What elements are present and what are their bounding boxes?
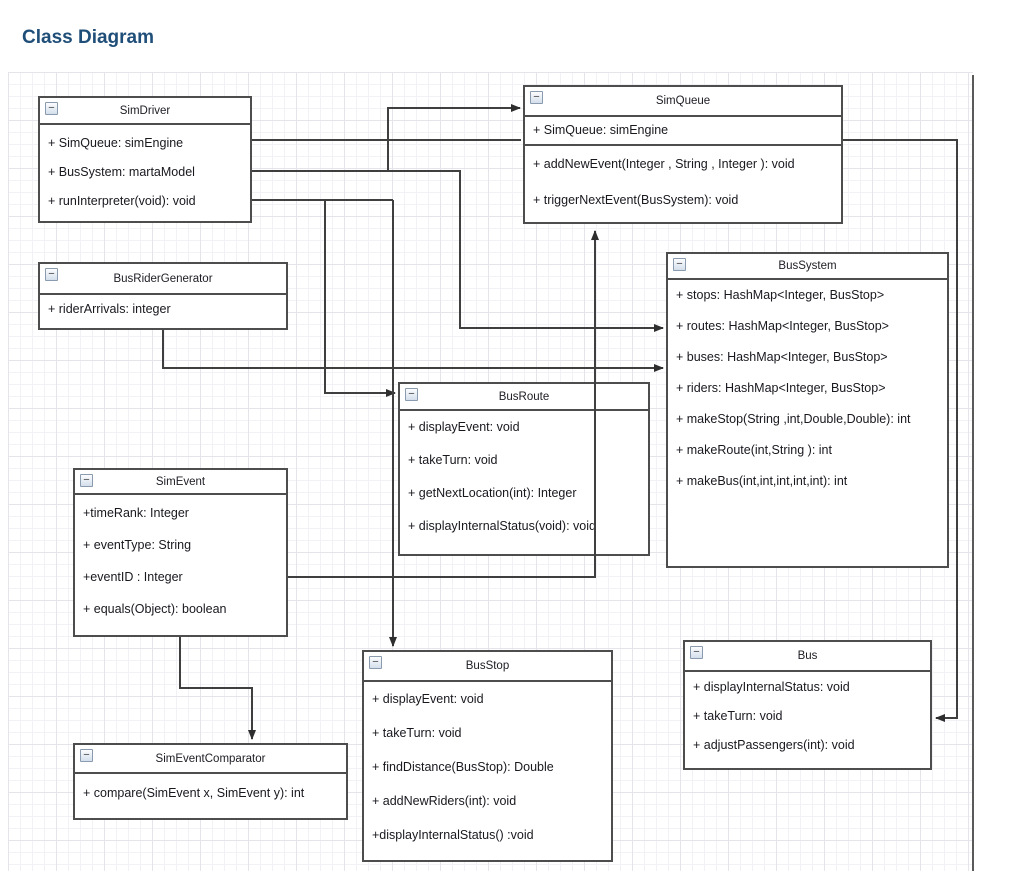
class-member: + stops: HashMap<Integer, BusStop>	[676, 288, 885, 302]
class-member: + makeBus(int,int,int,int,int): int	[676, 474, 848, 488]
class-member: + buses: HashMap<Integer, BusStop>	[676, 350, 888, 364]
class-member: + makeRoute(int,String ): int	[676, 443, 832, 457]
class-member: + equals(Object): boolean	[83, 602, 227, 616]
class-title: SimEventComparator	[155, 752, 266, 765]
collapse-minus-icon[interactable]: −	[80, 749, 93, 762]
class-member: +displayInternalStatus() :void	[372, 828, 534, 842]
class-member: + SimQueue: simEngine	[533, 123, 669, 137]
class-member: + riders: HashMap<Integer, BusStop>	[676, 381, 886, 395]
class-header: − SimEventComparator	[75, 745, 346, 774]
class-member: + routes: HashMap<Integer, BusStop>	[676, 319, 889, 333]
class-title: Bus	[797, 650, 818, 662]
class-member: + addNewRiders(int): void	[372, 794, 517, 808]
class-section: + addNewEvent(Integer , String , Integer…	[525, 144, 841, 218]
class-header: − Bus	[685, 642, 930, 672]
class-title: BusRiderGenerator	[113, 272, 213, 285]
class-member: + displayEvent: void	[372, 692, 484, 706]
class-section: + displayEvent: void + takeTurn: void + fi…	[364, 682, 611, 852]
collapse-minus-icon[interactable]: −	[369, 656, 382, 669]
class-member: + compare(SimEvent x, SimEvent y): int	[83, 786, 305, 800]
class-member: + makeStop(String ,int,Double,Double): i…	[676, 412, 911, 426]
collapse-minus-icon[interactable]: −	[530, 91, 543, 104]
class-header: − BusStop	[364, 652, 611, 682]
class-member: + takeTurn: void	[408, 453, 498, 467]
collapse-minus-icon[interactable]: −	[690, 646, 703, 659]
class-member: +eventID : Integer	[83, 570, 183, 584]
class-member: + BusSystem: martaModel	[48, 165, 195, 179]
class-header: −BusRoute	[400, 384, 648, 411]
class-section: + displayEvent: void + takeTurn: void + ge…	[400, 411, 648, 543]
class-box-bus[interactable]: − Bus + displayInternalStatus: void + takeT…	[683, 640, 932, 770]
class-section: + SimQueue: simEngine + BusSystem: martaM…	[40, 125, 250, 216]
class-member: + eventType: String	[83, 538, 192, 552]
class-member: + displayInternalStatus: void	[693, 680, 850, 694]
class-box-bus-stop[interactable]: − BusStop + displayEvent: void + takeTurn: …	[362, 650, 613, 862]
class-member: + displayEvent: void	[408, 420, 520, 434]
class-member: + adjustPassengers(int): void	[693, 738, 855, 752]
class-member: + takeTurn: void	[693, 709, 783, 723]
class-title: SimQueue	[655, 95, 711, 107]
class-member: + riderArrivals: integer	[48, 302, 171, 316]
class-title: BusRoute	[498, 390, 550, 403]
class-box-bus-route[interactable]: −BusRoute + displayEvent: void + takeTurn:…	[398, 382, 650, 556]
class-header: − SimDriver	[40, 98, 250, 125]
class-box-sim-queue[interactable]: − SimQueue + SimQueue: simEngine + addNewEv…	[523, 85, 843, 224]
class-header: − SimQueue	[525, 87, 841, 117]
class-section: + stops: HashMap<Integer, BusStop> + rout…	[668, 280, 947, 497]
class-title: SimEvent	[155, 475, 206, 488]
class-box-bus-system[interactable]: − BusSystem + stops: HashMap<Integer, BusS…	[666, 252, 949, 568]
class-header: − SimEvent	[75, 470, 286, 495]
class-box-sim-event[interactable]: − SimEvent +timeRank: Integer + eventType: …	[73, 468, 288, 637]
class-header: − BusSystem	[668, 254, 947, 280]
class-section: +timeRank: Integer + eventType: String +ev…	[75, 495, 286, 625]
class-member: +timeRank: Integer	[83, 506, 189, 520]
collapse-minus-icon[interactable]: −	[80, 474, 93, 487]
class-section: + displayInternalStatus: void + takeTurn:…	[685, 672, 930, 760]
class-section: + compare(SimEvent x, SimEvent y): int	[75, 774, 346, 809]
collapse-minus-icon[interactable]: −	[673, 258, 686, 271]
class-box-sim-event-comparator[interactable]: − SimEventComparator + compare(SimEvent x,…	[73, 743, 348, 820]
class-title: BusStop	[465, 660, 510, 672]
class-header: − BusRiderGenerator	[40, 264, 286, 295]
class-member: + runInterpreter(void): void	[48, 194, 196, 208]
class-section: + SimQueue: simEngine	[525, 117, 841, 144]
class-title: BusSystem	[778, 260, 837, 272]
class-member: + getNextLocation(int): Integer	[408, 486, 577, 500]
collapse-minus-icon[interactable]: −	[45, 268, 58, 281]
class-box-bus-rider-generator[interactable]: − BusRiderGenerator + riderArrivals: integ…	[38, 262, 288, 330]
class-member: + SimQueue: simEngine	[48, 136, 184, 150]
page-title: Class Diagram	[22, 27, 155, 48]
class-member: + addNewEvent(Integer , String , Integer…	[533, 157, 795, 171]
class-member: + triggerNextEvent(BusSystem): void	[533, 193, 739, 207]
class-title: SimDriver	[119, 104, 171, 117]
class-member: + displayInternalStatus(void): void	[408, 519, 596, 533]
class-section: + riderArrivals: integer	[40, 295, 286, 323]
class-box-sim-driver[interactable]: − SimDriver + SimQueue: simEngine + BusSyst…	[38, 96, 252, 223]
class-member: + takeTurn: void	[372, 726, 462, 740]
class-member: + findDistance(BusStop): Double	[372, 760, 554, 774]
collapse-minus-icon[interactable]: −	[45, 102, 58, 115]
